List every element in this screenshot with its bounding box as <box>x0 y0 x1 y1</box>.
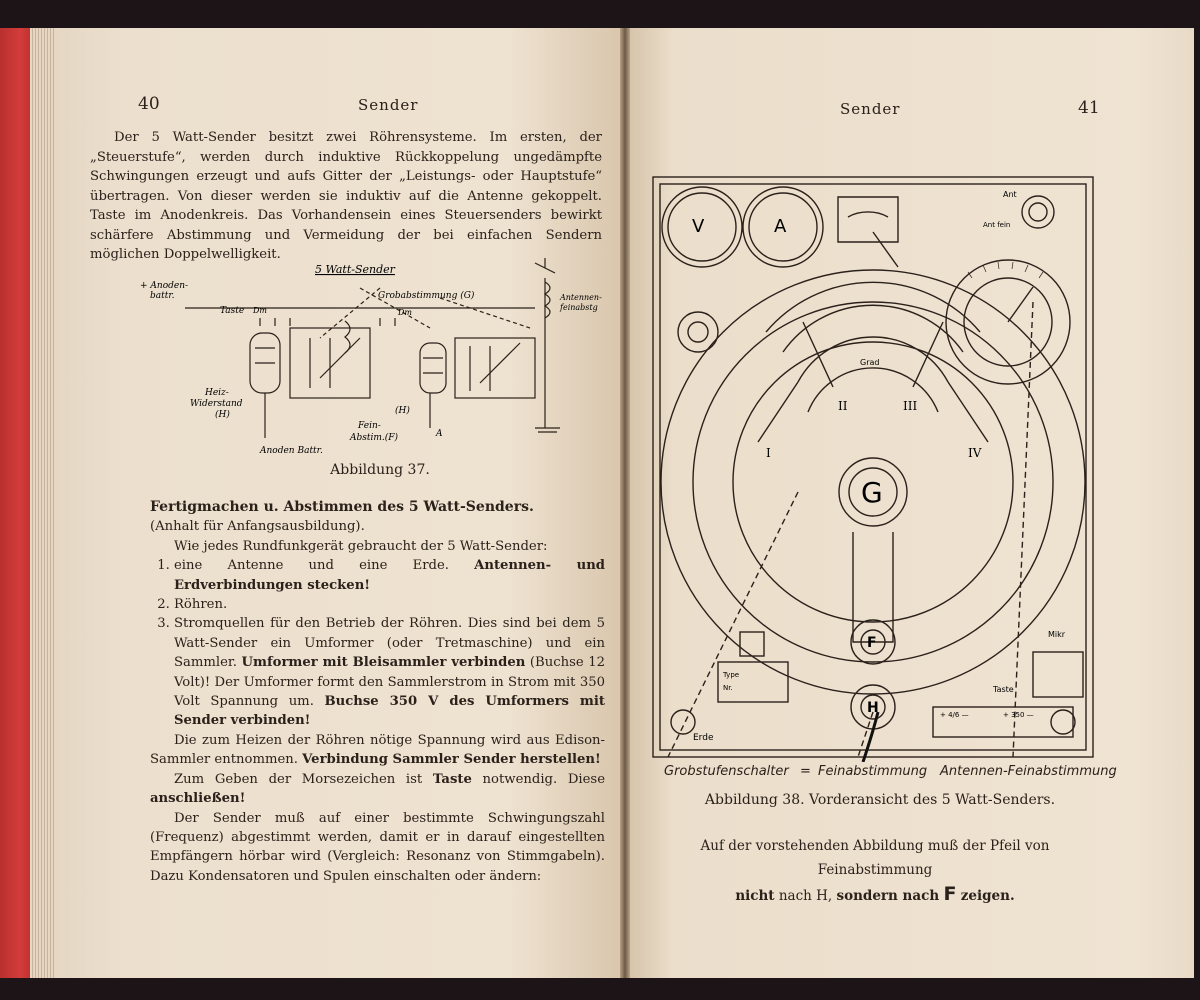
label-grobstufenschalter: Grobstufenschalter <box>664 764 789 779</box>
setup-section: Fertigmachen u. Abstimmen des 5 Watt-Sen… <box>150 498 605 886</box>
book-gutter <box>620 28 630 978</box>
meter-v-label: V <box>692 216 705 237</box>
mikr-label: Mikr <box>1048 630 1066 639</box>
page-stack-edge <box>30 28 60 978</box>
section-subheading: (Anhalt für Anfangsausbildung). <box>150 519 365 535</box>
page-number-right: 41 <box>1078 98 1100 118</box>
roman-iii-label: III <box>903 399 917 413</box>
ant-label: Ant <box>1003 190 1017 199</box>
label-d1: Dm <box>252 306 267 315</box>
erde-label: Erde <box>693 733 714 743</box>
meter-a-label: A <box>774 216 787 237</box>
dial-g-label: G <box>861 476 883 509</box>
section-heading: Fertigmachen u. Abstimmen des 5 Watt-Sen… <box>150 499 534 515</box>
caption-figure-37: Abbildung 37. <box>330 462 430 478</box>
terminal-350-label: + 350 — <box>1003 711 1034 719</box>
intro-paragraph: Der 5 Watt-Sender besitzt zwei Röhrensys… <box>90 128 602 265</box>
list-item: Röhren. <box>174 595 605 614</box>
label-h2: (H) <box>395 405 410 416</box>
label-antennen-2: feinabstg <box>559 303 598 312</box>
label-fein: Fein- <box>357 421 381 431</box>
right-page <box>628 28 1194 978</box>
paragraph-edison: Die zum Heizen der Röhren nötige Spannun… <box>150 732 605 768</box>
note-line-2: nicht nach H, sondern nach F zeigen. <box>735 883 1015 905</box>
label-antennen: Antennen- <box>559 293 602 302</box>
label-feinabstimmung: Feinabstimmung <box>818 764 928 779</box>
left-page <box>56 28 622 978</box>
transmitter-front-view-figure-38: V A Ant Ant fein Grad G F H Erde Mikr Ta… <box>652 176 1094 762</box>
label-antennen-feinabstimmung: Antennen-Feinabstimmung <box>940 764 1117 779</box>
ant-fein-label: Ant fein <box>983 221 1010 229</box>
circuit-diagram-figure-37: + Anoden- battr. Taste Dm 5 Watt-Sender … <box>140 258 602 456</box>
type-label: Type <box>722 671 739 679</box>
label-grob: Grobabstimmung (G) <box>378 290 475 301</box>
label-anoden-top-2: battr. <box>150 291 175 301</box>
label-anoden-bottom: Anoden Battr. <box>259 446 323 456</box>
label-heiz: Heiz- <box>204 388 229 398</box>
list-item: eine Antenne und eine Erde. Antennen- un… <box>174 556 605 595</box>
intro-text: Der 5 Watt-Sender besitzt zwei Röhrensys… <box>90 130 602 262</box>
label-equals: = <box>800 764 811 779</box>
running-head-left: Sender <box>358 96 419 114</box>
section-lead: Wie jedes Rundfunkgerät gebraucht der 5 … <box>174 538 548 554</box>
grad-label: Grad <box>860 358 879 367</box>
label-heiz-2: Widerstand <box>190 399 243 409</box>
nr-label: Nr. <box>723 684 733 692</box>
roman-ii-label: II <box>838 399 848 413</box>
figure37-title: 5 Watt-Sender <box>315 263 396 276</box>
list-item: Stromquellen für den Betrieb der Röhren.… <box>174 614 605 730</box>
caption-figure-38: Abbildung 38. Vorderansicht des 5 Watt-S… <box>704 792 1056 808</box>
requirements-list: eine Antenne und eine Erde. Antennen- un… <box>150 556 605 731</box>
running-head-right: Sender <box>840 100 901 118</box>
roman-i-label: I <box>766 446 771 460</box>
label-heiz-3: (H) <box>215 409 230 420</box>
label-taste: Taste <box>220 306 244 316</box>
paragraph-taste: Zum Geben der Morsezeichen ist Taste not… <box>150 771 605 807</box>
note-line-1: Auf der vorstehenden Abbildung muß der P… <box>700 838 1050 878</box>
roman-iv-label: IV <box>968 446 982 460</box>
label-fein-2: Abstim.(F) <box>349 432 399 443</box>
knob-f-label: F <box>867 635 877 651</box>
label-d2: Dm <box>397 308 412 317</box>
taste-label: Taste <box>992 685 1014 694</box>
label-anoden-top: + Anoden- <box>140 281 188 291</box>
terminal-46-label: + 4/6 — <box>940 711 969 719</box>
knob-h-label: H <box>867 700 879 716</box>
label-a: A <box>435 429 443 439</box>
paragraph-frequency: Der Sender muß auf einer bestimmte Schwi… <box>150 810 605 884</box>
correction-note: Auf der vorstehenden Abbildung muß der P… <box>650 834 1100 908</box>
page-number-left: 40 <box>138 94 160 114</box>
